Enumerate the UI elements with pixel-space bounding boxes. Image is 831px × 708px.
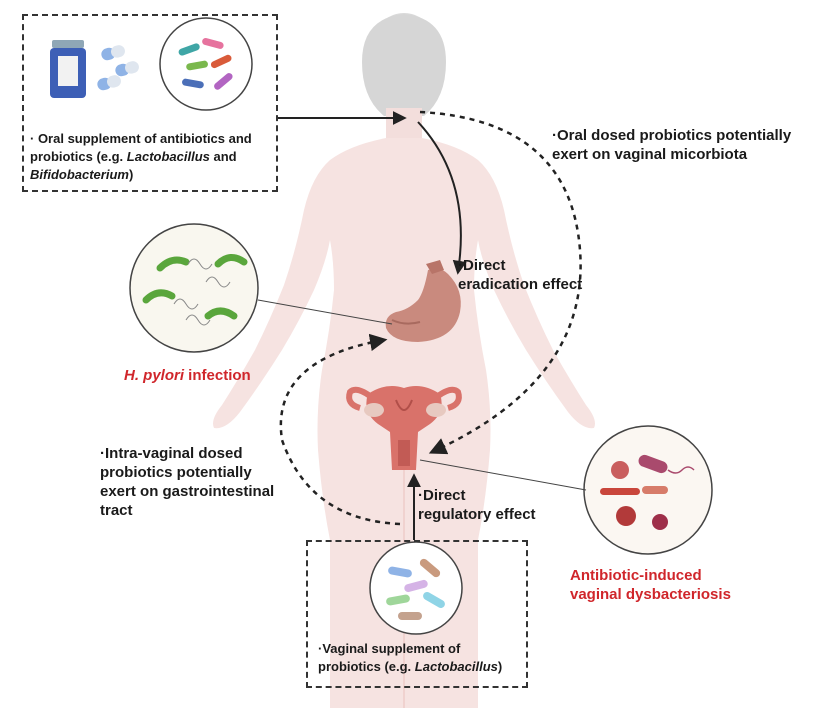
- arrow-mouth-to-stomach: [417, 121, 467, 275]
- intravaginal-line-4: tract: [100, 502, 133, 519]
- neck-shape: [386, 108, 422, 142]
- dysbacteriosis-line-1: Antibiotic-induced: [570, 567, 702, 584]
- oral-line-2-post: and: [209, 149, 237, 164]
- oral-line-2-italic: Lactobacillus: [126, 149, 210, 164]
- oral-line-3: Bifidobacterium): [30, 166, 278, 184]
- probiotic-bacteria-circle-vaginal: [369, 541, 463, 635]
- intravaginal-line-2: probiotics potentially: [100, 464, 252, 481]
- oral-effect-line-1: ·Oral dosed probiotics potentially: [552, 127, 792, 144]
- oral-supplement-box: [22, 14, 278, 192]
- dysbacteriosis-circle: [583, 425, 713, 555]
- pointer-dysbacteriosis-to-vagina: [419, 459, 587, 491]
- direct-regulatory-line-2: regulatory effect: [418, 506, 536, 523]
- vaginal-line-2: probiotics (e.g. Lactobacillus): [318, 658, 524, 676]
- uterus-organ: [346, 386, 462, 470]
- hpylori-rest: infection: [184, 367, 251, 384]
- direct-eradication-label: ·Direct eradication effect: [458, 256, 618, 294]
- direct-eradication-line-1: ·Direct: [458, 257, 506, 274]
- direct-regulatory-line-1: ·Direct: [418, 487, 466, 504]
- capsule-pills-icon: [97, 45, 139, 91]
- intravaginal-label: ·Intra-vaginal dosed probiotics potentia…: [100, 444, 300, 520]
- intravaginal-line-3: exert on gastrointestinal: [100, 483, 275, 500]
- dysbacteriosis-label: Antibiotic-induced vaginal dysbacteriosi…: [570, 566, 770, 604]
- hpylori-label: H. pylori infection: [124, 366, 284, 385]
- probiotic-bacteria-circle-oral: [159, 17, 253, 111]
- vaginal-supplement-box: [306, 540, 528, 688]
- intravaginal-line-1: ·Intra-vaginal dosed: [100, 445, 243, 462]
- vaginal-supplement-text: ·Vaginal supplement of probiotics (e.g. …: [318, 640, 524, 676]
- oral-effect-line-2: exert on vaginal micorbiota: [552, 146, 748, 163]
- direct-regulatory-label: ·Direct regulatory effect: [418, 486, 568, 524]
- vaginal-line-2-post: ): [497, 659, 503, 674]
- direct-eradication-line-2: eradication effect: [458, 276, 583, 293]
- medicine-bottle-icon: [50, 40, 86, 98]
- pointer-hpylori-to-stomach: [257, 299, 393, 325]
- oral-line-3-italic: Bifidobacterium: [30, 167, 129, 182]
- vaginal-line-1: ·Vaginal supplement of: [318, 641, 461, 656]
- h-pylori-circle: [129, 223, 259, 353]
- oral-effect-label: ·Oral dosed probiotics potentially exert…: [552, 126, 822, 164]
- hpylori-italic: H. pylori: [124, 367, 185, 384]
- arrow-vaginal-to-stomach-dashed: [279, 333, 401, 526]
- arrow-oral-to-vaginal-dashed: [419, 110, 582, 455]
- vaginal-line-2-pre: probiotics (e.g.: [318, 659, 415, 674]
- oral-line-3-post: ): [128, 167, 134, 182]
- arrows: [257, 110, 587, 540]
- oral-line-1: · Oral supplement of antibiotics and: [30, 131, 252, 146]
- dysbacteriosis-line-2: vaginal dysbacteriosis: [570, 586, 731, 603]
- oral-line-2-pre: probiotics (e.g.: [30, 149, 127, 164]
- vaginal-line-2-italic: Lactobacillus: [414, 659, 498, 674]
- oral-supplement-text: · Oral supplement of antibiotics and pro…: [30, 130, 278, 184]
- oral-line-2: probiotics (e.g. Lactobacillus and: [30, 148, 278, 166]
- stomach-organ: [385, 260, 461, 342]
